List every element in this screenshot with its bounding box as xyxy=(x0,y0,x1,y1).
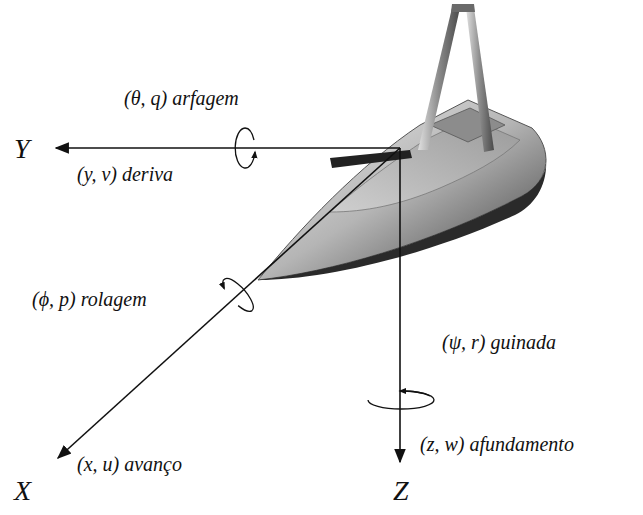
pitch-label: (θ, q) arfagem xyxy=(122,86,241,110)
z-axis xyxy=(399,148,401,462)
y-axis xyxy=(56,147,400,149)
surge-label: (x, u) avanço xyxy=(75,452,184,476)
yaw-rotation xyxy=(368,391,434,409)
hull xyxy=(258,100,546,280)
boat xyxy=(258,4,546,280)
roll-label: (ϕ, p) rolagem xyxy=(30,287,149,311)
cabin xyxy=(430,108,505,142)
heave-label: (z, w) afundamento xyxy=(418,432,576,456)
roll-rotation-back xyxy=(238,301,252,315)
axis-letter: X xyxy=(12,474,33,508)
mast-left xyxy=(418,8,460,150)
axis-letter: Y xyxy=(12,132,32,166)
rotation-arrows xyxy=(219,128,434,409)
mast-top xyxy=(451,4,475,12)
yaw-rotation-back xyxy=(400,391,430,396)
sway-label: (y, v) deriva xyxy=(75,162,175,186)
pitch-rotation-back xyxy=(245,128,254,140)
pitch-rotation xyxy=(235,128,255,168)
mast-right xyxy=(466,8,494,152)
axis-letter: Z xyxy=(391,474,411,508)
yaw-label: (ψ, r) guinada xyxy=(440,330,558,354)
roll-rotation xyxy=(219,274,257,315)
